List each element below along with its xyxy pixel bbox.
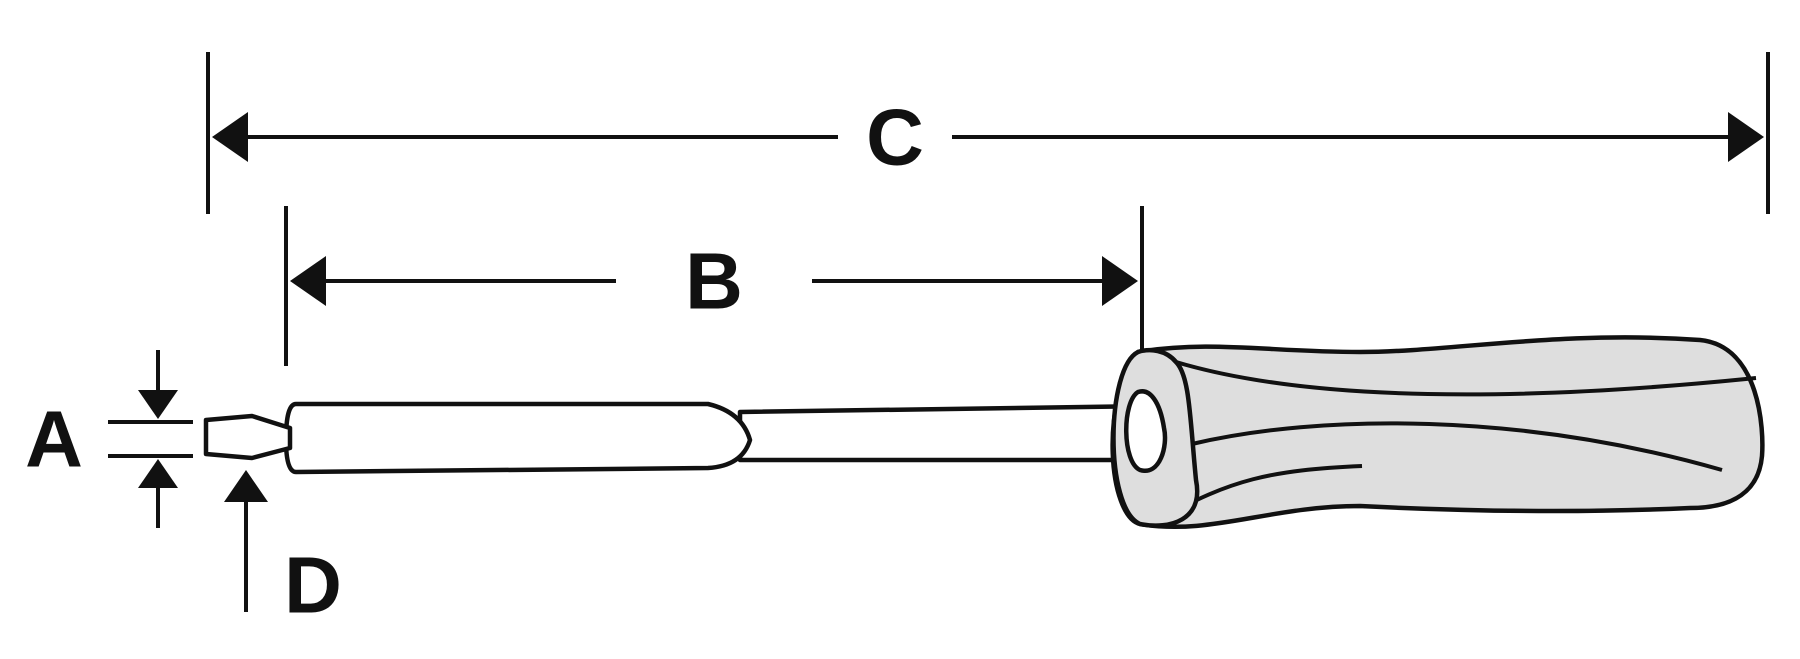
- arrowhead-c-left: [212, 112, 248, 162]
- arrowhead-c-right: [1728, 112, 1764, 162]
- dimension-label-a: A: [25, 395, 83, 484]
- handle-groove-middle: [1191, 421, 1723, 472]
- dimension-a: A: [25, 350, 193, 528]
- screwdriver-shank: [737, 403, 1153, 463]
- ferrule-opening: [1124, 389, 1168, 473]
- dimension-c: C: [206, 52, 1770, 214]
- arrowhead-b-right: [1102, 256, 1138, 306]
- dimension-d: D: [224, 470, 342, 630]
- dimension-label-c: C: [866, 93, 924, 182]
- screwdriver-blade: [283, 401, 753, 475]
- screwdriver-handle: [1110, 335, 1765, 530]
- dimension-label-b: B: [685, 237, 743, 326]
- arrowhead-d: [224, 470, 268, 502]
- dimension-label-d: D: [284, 541, 342, 630]
- arrowhead-b-left: [290, 256, 326, 306]
- screwdriver-illustration: [203, 335, 1765, 530]
- arrowhead-a-bottom: [138, 459, 178, 488]
- dimension-b: B: [284, 206, 1144, 366]
- screwdriver-tip: [203, 413, 293, 461]
- arrowhead-a-top: [138, 390, 178, 419]
- handle-groove-upper: [1175, 360, 1757, 397]
